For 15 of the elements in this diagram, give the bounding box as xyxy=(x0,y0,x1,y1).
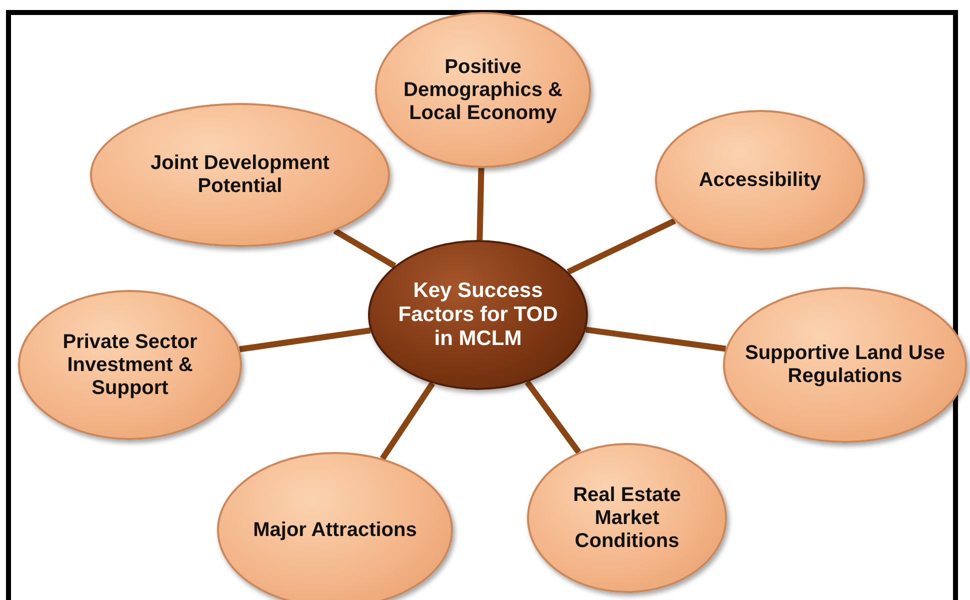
node-label: Key Success Factors for TOD in MCLM xyxy=(397,278,559,352)
connector-line xyxy=(239,328,371,352)
node-label: Positive Demographics & Local Economy xyxy=(402,56,564,124)
connector-line xyxy=(566,218,676,275)
node-label: Major Attractions xyxy=(252,518,418,542)
connector-line xyxy=(524,380,582,454)
node-label: Real Estate Market Conditions xyxy=(572,484,682,552)
connector-line xyxy=(380,382,436,460)
connector-line xyxy=(476,168,484,240)
connector-line xyxy=(585,326,726,352)
connector-line xyxy=(333,228,396,269)
node-label: Supportive Land Use Regulations xyxy=(744,342,946,388)
node-label: Joint Development Potential xyxy=(150,152,330,198)
node-label: Accessibility xyxy=(698,168,822,192)
node-label: Private Sector Investment & Support xyxy=(62,330,198,400)
